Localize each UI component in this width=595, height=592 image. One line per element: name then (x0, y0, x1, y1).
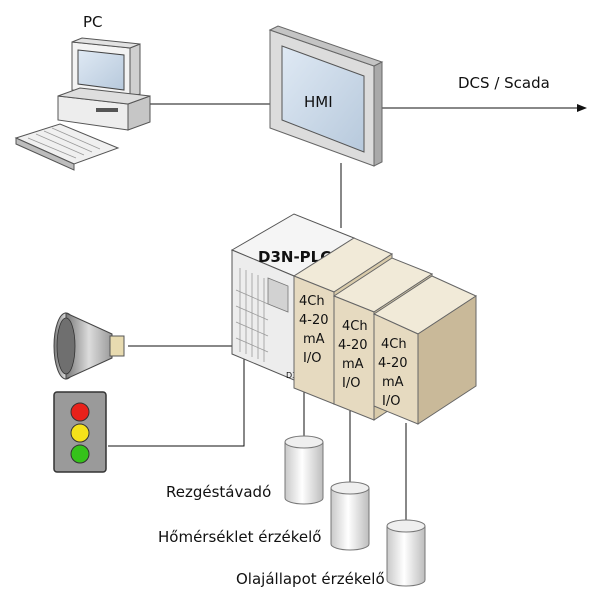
io1-line4: I/O (303, 351, 321, 366)
io2-line2: 4-20 (338, 338, 368, 353)
sensor-oil-label: Olajállapot érzékelő (236, 570, 385, 588)
yellow-light-icon (70, 423, 90, 443)
io2-line3: mA (342, 357, 364, 372)
io2-line4: I/O (342, 376, 360, 391)
io3-line1: 4Ch (381, 337, 407, 352)
pc-label: PC (83, 13, 103, 31)
io1-line3: mA (303, 332, 325, 347)
traffic-light-icon (53, 391, 107, 473)
io2-line1: 4Ch (342, 319, 368, 334)
plc-small-label: D3 (286, 371, 297, 380)
sensor-temperature-label: Hőmérséklet érzékelő (158, 528, 321, 546)
pc-icon: PC (14, 13, 151, 171)
io1-line2: 4-20 (299, 313, 329, 328)
light-plc-line (108, 340, 245, 447)
horn-icon (53, 312, 125, 380)
io-module-3: 4Ch 4-20 mA I/O (372, 275, 478, 425)
io3-line2: 4-20 (378, 356, 408, 371)
io3-line4: I/O (382, 394, 400, 409)
sensor-temperature-icon (330, 481, 370, 551)
dcs-label: DCS / Scada (458, 74, 550, 92)
plc-label: D3N-PLC (258, 248, 331, 266)
plc-unit: D3N-PLC D3 (230, 213, 356, 381)
hmi-label: HMI (304, 93, 333, 111)
io3-line3: mA (382, 375, 404, 390)
green-light-icon (70, 444, 90, 464)
sensor-vibration-icon (284, 435, 324, 505)
sensor-vibration-label: Rezgéstávadó (166, 483, 271, 501)
io1-line1: 4Ch (299, 294, 325, 309)
red-light-icon (70, 402, 90, 422)
sensor-oil-icon (386, 519, 426, 587)
hmi-monitor-icon: HMI (268, 25, 384, 167)
